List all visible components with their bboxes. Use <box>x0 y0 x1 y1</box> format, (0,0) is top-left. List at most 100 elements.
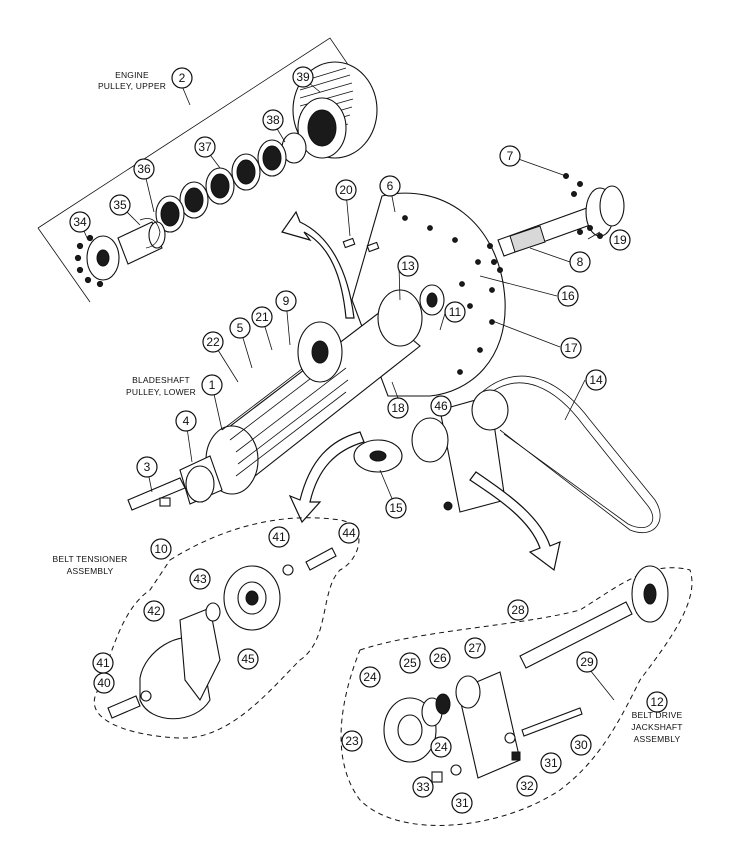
svg-text:30: 30 <box>574 738 588 752</box>
balloon-5: 5 <box>229 317 251 339</box>
balloon-31a: 31 <box>540 752 562 774</box>
svg-text:41: 41 <box>96 656 110 670</box>
balloon-36: 36 <box>133 158 155 180</box>
svg-text:25: 25 <box>403 656 417 670</box>
balloon-4: 4 <box>175 410 197 432</box>
spacer-rings <box>155 132 307 233</box>
svg-text:11: 11 <box>449 305 462 319</box>
balloon-25: 25 <box>399 652 421 674</box>
svg-text:1: 1 <box>209 378 216 392</box>
balloon-45: 45 <box>237 648 259 670</box>
svg-text:36: 36 <box>137 162 151 176</box>
svg-text:21: 21 <box>255 310 269 324</box>
balloon-41b: 41 <box>268 526 290 548</box>
svg-text:20: 20 <box>339 183 353 197</box>
lower-pulley-assembly <box>205 289 423 495</box>
svg-text:22: 22 <box>206 335 220 349</box>
svg-text:33: 33 <box>416 780 430 794</box>
svg-text:13: 13 <box>401 259 415 273</box>
svg-text:9: 9 <box>283 294 290 308</box>
svg-text:7: 7 <box>507 149 514 163</box>
balloon-41a: 41 <box>92 652 114 674</box>
svg-text:4: 4 <box>183 414 190 428</box>
label-belt-drive-line3: ASSEMBLY <box>634 734 681 744</box>
balloon-30: 30 <box>570 734 592 756</box>
balloon-24a: 24 <box>359 666 381 688</box>
balloon-20: 20 <box>335 179 357 201</box>
bladeshaft-hub <box>127 455 223 511</box>
balloon-8: 8 <box>569 251 591 273</box>
svg-text:42: 42 <box>147 604 161 618</box>
balloon-24b: 24 <box>430 736 452 758</box>
bolts-20 <box>342 237 380 253</box>
balloon-44: 44 <box>338 522 360 544</box>
balloon-12: 12 <box>646 691 668 713</box>
svg-text:41: 41 <box>272 530 286 544</box>
balloon-35: 35 <box>109 194 131 216</box>
svg-text:24: 24 <box>434 740 448 754</box>
label-belt-drive-line1: BELT DRIVE <box>632 710 683 720</box>
label-bladeshaft-line1: BLADESHAFT <box>132 375 190 385</box>
balloon-26: 26 <box>429 647 451 669</box>
svg-text:39: 39 <box>296 70 310 84</box>
balloon-6: 6 <box>379 175 401 197</box>
balloon-7: 7 <box>499 145 521 167</box>
balloon-2: 2 <box>171 67 193 89</box>
label-engine-pulley-line1: ENGINE <box>115 70 149 80</box>
label-belt-tensioner-line2: ASSEMBLY <box>67 566 114 576</box>
svg-text:10: 10 <box>154 542 168 556</box>
jackshaft-spindle <box>487 173 625 273</box>
balloon-16: 16 <box>557 285 579 307</box>
svg-text:29: 29 <box>580 655 594 669</box>
balloon-31b: 31 <box>451 792 473 814</box>
balloon-22: 22 <box>202 331 224 353</box>
svg-text:35: 35 <box>113 198 127 212</box>
balloon-21: 21 <box>251 306 273 328</box>
belt-drive-outline <box>340 567 693 826</box>
balloon-40: 40 <box>93 672 115 694</box>
engine-pulley-sheave <box>292 61 378 159</box>
balloon-28: 28 <box>507 599 529 621</box>
engine-pulley-hub <box>74 218 166 288</box>
label-bladeshaft-line2: PULLEY, LOWER <box>126 387 196 397</box>
balloon-27: 27 <box>464 637 486 659</box>
balloon-17: 17 <box>560 337 582 359</box>
belt-tensioner-parts <box>107 547 337 720</box>
balloon-32: 32 <box>516 775 538 797</box>
svg-text:31: 31 <box>544 756 558 770</box>
belt-drive-parts <box>383 565 669 783</box>
svg-text:46: 46 <box>434 399 448 413</box>
balloon-23: 23 <box>341 730 363 752</box>
svg-text:44: 44 <box>342 526 356 540</box>
svg-text:23: 23 <box>345 734 359 748</box>
svg-text:43: 43 <box>193 572 207 586</box>
balloon-46: 46 <box>430 395 452 417</box>
svg-text:12: 12 <box>650 695 664 709</box>
balloon-39: 39 <box>292 66 314 88</box>
label-belt-drive-line2: JACKSHAFT <box>631 722 682 732</box>
balloon-11: 11 <box>444 301 466 323</box>
balloon-15: 15 <box>385 497 407 519</box>
svg-text:19: 19 <box>613 233 627 247</box>
balloon-33: 33 <box>412 776 434 798</box>
svg-text:38: 38 <box>266 113 280 127</box>
balloon-1: 1 <box>201 374 223 396</box>
group-labels: ENGINE PULLEY, UPPER BLADESHAFT PULLEY, … <box>52 70 682 744</box>
assembly-arrows <box>281 210 561 572</box>
svg-text:5: 5 <box>237 321 244 335</box>
svg-text:37: 37 <box>198 140 212 154</box>
svg-text:16: 16 <box>561 289 575 303</box>
balloon-18: 18 <box>387 397 409 419</box>
balloon-42: 42 <box>143 600 165 622</box>
svg-text:34: 34 <box>73 215 87 229</box>
svg-text:14: 14 <box>589 373 603 387</box>
balloon-9: 9 <box>275 290 297 312</box>
svg-text:6: 6 <box>387 179 394 193</box>
svg-text:2: 2 <box>179 71 186 85</box>
balloon-37: 37 <box>194 136 216 158</box>
svg-text:31: 31 <box>455 796 469 810</box>
balloon-43: 43 <box>189 568 211 590</box>
svg-text:40: 40 <box>97 676 111 690</box>
svg-text:24: 24 <box>363 670 377 684</box>
